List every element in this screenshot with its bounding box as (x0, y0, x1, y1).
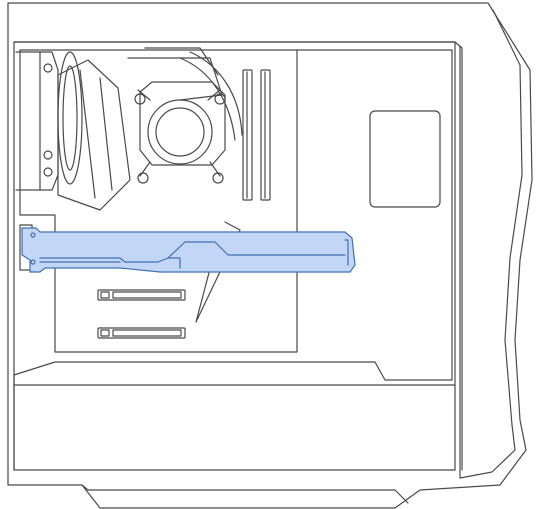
gpu-icon (22, 228, 355, 272)
